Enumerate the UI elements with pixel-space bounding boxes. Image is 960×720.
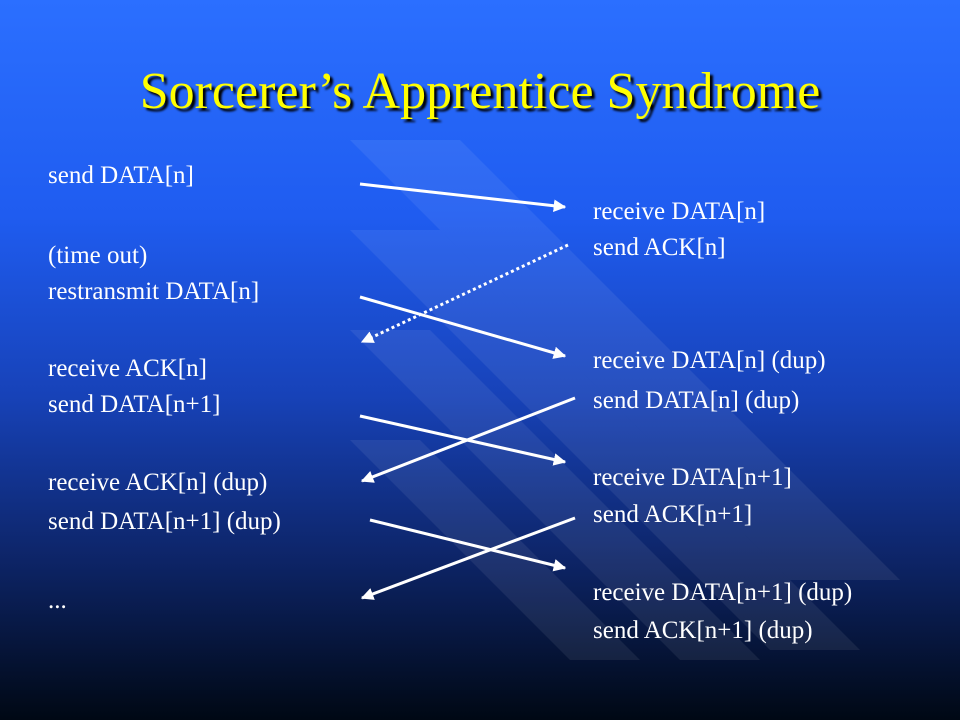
- receiver-send-ack-n1: send ACK[n+1]: [593, 501, 753, 528]
- arrow-ack-n-dotted: [360, 243, 569, 344]
- sender-receive-ack-n: receive ACK[n]: [48, 355, 207, 382]
- receiver-receive-data-n1: receive DATA[n+1]: [593, 464, 792, 491]
- receiver-receive-data-n: receive DATA[n]: [593, 198, 766, 225]
- arrow-data-n-retransmit: [359, 295, 567, 359]
- sender-send-data-n1: send DATA[n+1]: [48, 391, 221, 418]
- sender-send-data-n1-dup: send DATA[n+1] (dup): [48, 508, 281, 535]
- sender-ellipsis: ...: [48, 587, 67, 614]
- receiver-send-ack-n: send ACK[n]: [593, 234, 726, 261]
- arrow-data-n1: [359, 414, 567, 466]
- arrow-data-n: [359, 182, 567, 212]
- receiver-send-data-n-dup: send DATA[n] (dup): [593, 387, 800, 414]
- sender-send-data-n: send DATA[n]: [48, 162, 194, 189]
- arrow-ack-n1-back: [360, 516, 576, 600]
- sender-time-out: (time out): [48, 242, 148, 269]
- sender-receive-ack-n-dup: receive ACK[n] (dup): [48, 469, 268, 496]
- sender-retransmit-data-n: restransmit DATA[n]: [48, 278, 260, 305]
- receiver-send-ack-n1-dup: send ACK[n+1] (dup): [593, 617, 813, 644]
- receiver-receive-data-n1-dup: receive DATA[n+1] (dup): [593, 579, 853, 606]
- slide-title: Sorcerer’s Apprentice Syndrome: [139, 63, 821, 120]
- receiver-receive-data-n-dup: receive DATA[n] (dup): [593, 347, 826, 374]
- arrow-data-n1-dup: [369, 518, 567, 572]
